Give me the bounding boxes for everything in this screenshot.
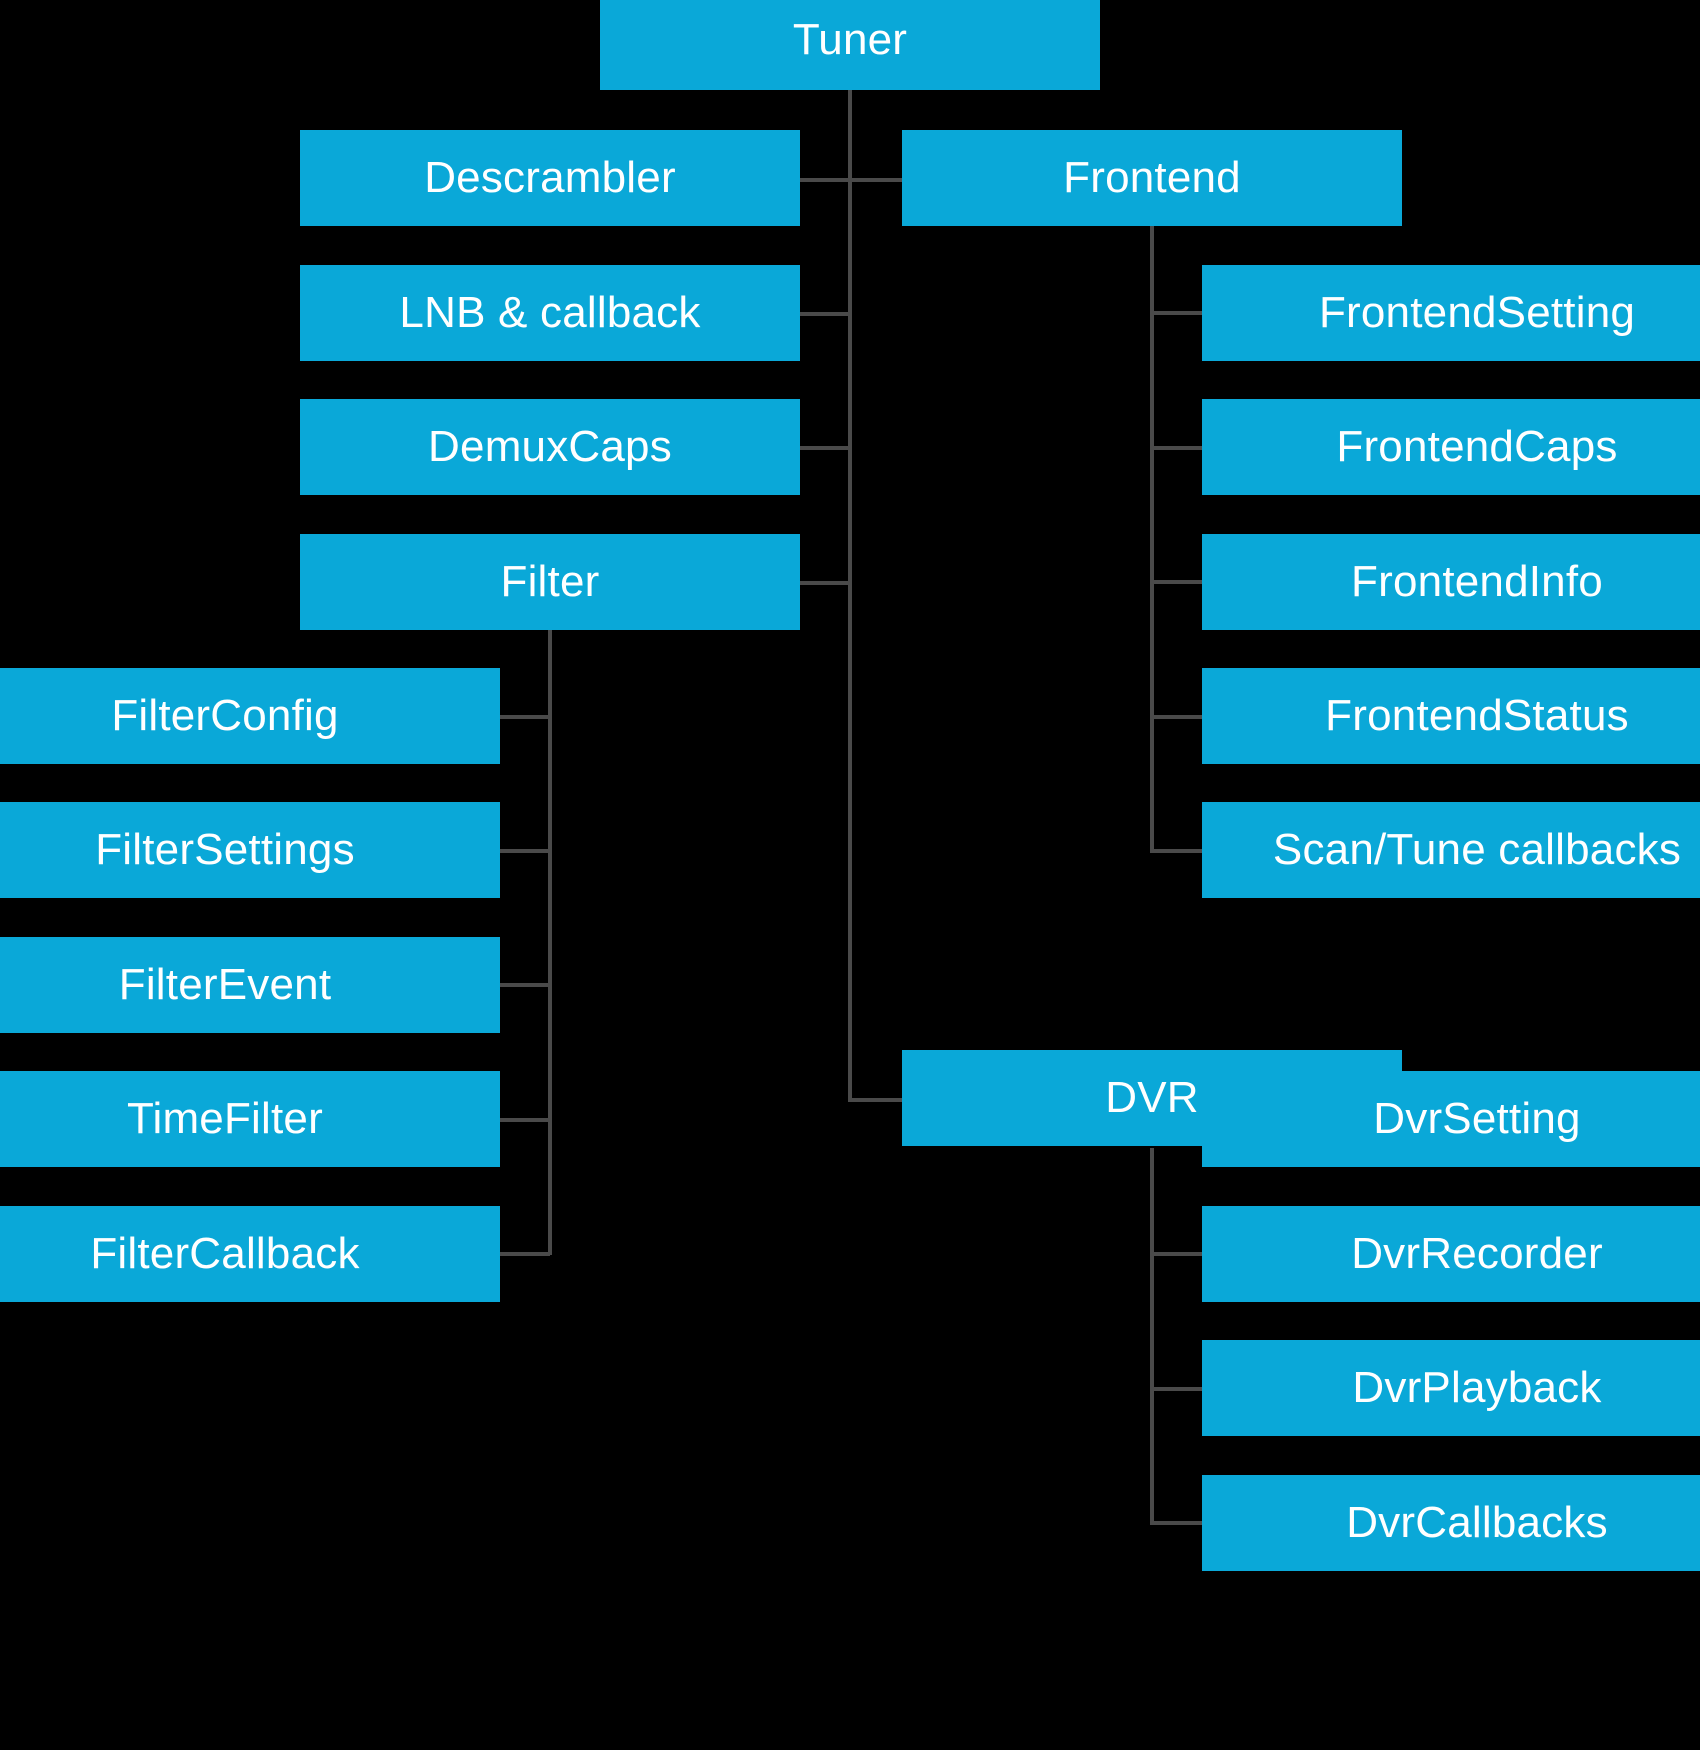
node-dvrcallbacks[interactable]: DvrCallbacks [1202,1475,1700,1571]
node-dvrplayback-label: DvrPlayback [1352,1363,1602,1412]
node-scan-tune-callbacks-label: Scan/Tune callbacks [1272,825,1682,874]
node-demuxcaps-label: DemuxCaps [428,422,672,471]
node-timefilter[interactable]: TimeFilter [0,1071,500,1167]
edge-dvr-dvrrecorder [1150,1252,1205,1256]
node-dvrsetting[interactable]: DvrSetting [1202,1071,1700,1167]
edge-filter-filterconfig [500,715,550,719]
node-dvrplayback[interactable]: DvrPlayback [1202,1340,1700,1436]
edge-tuner-dvr [848,1098,903,1102]
edge-tuner-demuxcaps [800,446,850,450]
node-lnb-callback-label: LNB & callback [399,288,701,337]
edge-frontend-frontendsetting [1150,311,1205,315]
edge-filter-timefilter [500,1118,550,1122]
node-frontendsetting[interactable]: FrontendSetting [1202,265,1700,361]
node-dvrcallbacks-label: DvrCallbacks [1346,1498,1608,1547]
edge-filter-filtersettings [500,849,550,853]
node-frontendcaps[interactable]: FrontendCaps [1202,399,1700,495]
node-filter[interactable]: Filter [300,534,800,630]
edge-frontend-frontendcaps [1150,446,1205,450]
edge-tuner-trunk [848,90,852,1100]
node-descrambler-label: Descrambler [424,153,676,202]
node-frontend[interactable]: Frontend [902,130,1402,226]
node-dvrrecorder-label: DvrRecorder [1351,1229,1603,1278]
node-frontendcaps-label: FrontendCaps [1336,422,1618,471]
node-filtercallback[interactable]: FilterCallback [0,1206,500,1302]
node-frontend-label: Frontend [1063,153,1241,202]
node-timefilter-label: TimeFilter [127,1094,323,1143]
node-filtercallback-label: FilterCallback [90,1229,360,1278]
edge-dvr-dvrcallbacks [1150,1521,1205,1525]
node-frontendinfo-label: FrontendInfo [1351,557,1603,606]
edge-frontend-scantune [1150,849,1205,853]
edge-dvr-dvrplayback [1150,1387,1205,1391]
node-tuner-label: Tuner [792,15,908,64]
edge-frontend-spine [1150,220,1154,852]
node-filterconfig-label: FilterConfig [111,691,339,740]
node-filterevent[interactable]: FilterEvent [0,937,500,1033]
edge-frontend-frontendstatus [1150,715,1205,719]
edge-filter-filterevent [500,983,550,987]
node-frontendinfo[interactable]: FrontendInfo [1202,534,1700,630]
node-frontendsetting-label: FrontendSetting [1318,288,1636,337]
node-frontendstatus-label: FrontendStatus [1325,691,1629,740]
node-filterevent-label: FilterEvent [118,960,332,1009]
edge-tuner-filter [800,581,850,585]
node-demuxcaps[interactable]: DemuxCaps [300,399,800,495]
edge-frontend-frontendinfo [1150,580,1205,584]
edge-filter-filtercallback [500,1252,550,1256]
node-descrambler[interactable]: Descrambler [300,130,800,226]
node-tuner[interactable]: Tuner [600,0,1100,90]
edge-tuner-descrambler [800,178,850,182]
edge-filter-spine [548,625,552,1255]
node-dvrsetting-label: DvrSetting [1373,1094,1581,1143]
node-filter-label: Filter [500,557,600,606]
node-filterconfig[interactable]: FilterConfig [0,668,500,764]
node-dvr-label: DVR [1105,1073,1199,1122]
node-lnb-callback[interactable]: LNB & callback [300,265,800,361]
edge-dvr-spine [1150,1148,1154,1523]
node-filtersettings[interactable]: FilterSettings [0,802,500,898]
node-frontendstatus[interactable]: FrontendStatus [1202,668,1700,764]
node-dvrrecorder[interactable]: DvrRecorder [1202,1206,1700,1302]
node-filtersettings-label: FilterSettings [95,825,355,874]
node-scan-tune-callbacks[interactable]: Scan/Tune callbacks [1202,802,1700,898]
edge-tuner-frontend [848,178,903,182]
edge-tuner-lnb [800,312,850,316]
